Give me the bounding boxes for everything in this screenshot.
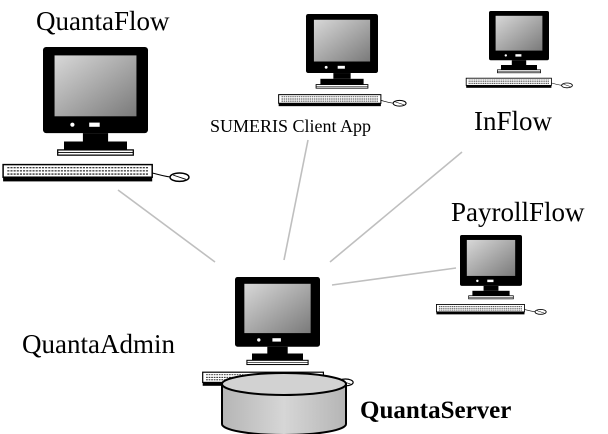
quantaflow-label: QuantaFlow — [36, 6, 170, 36]
inflow-computer-icon — [465, 11, 573, 89]
connection-inflow-to-quantaadmin — [329, 151, 463, 263]
connection-payrollflow-to-quantaadmin — [331, 267, 457, 286]
sumeris-client-app-label: SUMERIS Client App — [210, 116, 372, 136]
sumeris-computer-icon — [278, 14, 407, 107]
payrollflow-label: PayrollFlow — [451, 197, 585, 227]
quantaserver-label: QuantaServer — [360, 397, 512, 424]
inflow-label: InFlow — [474, 106, 553, 136]
quantaserver-database-icon — [221, 372, 347, 434]
quantaflow-computer-icon — [2, 47, 190, 183]
quantaadmin-computer-icon — [202, 277, 354, 387]
connection-sumeris-to-quantaadmin — [283, 139, 309, 261]
payrollflow-computer-icon — [436, 235, 547, 315]
quantaadmin-label: QuantaAdmin — [22, 329, 175, 359]
connection-quantaflow-to-quantaadmin — [117, 189, 216, 263]
